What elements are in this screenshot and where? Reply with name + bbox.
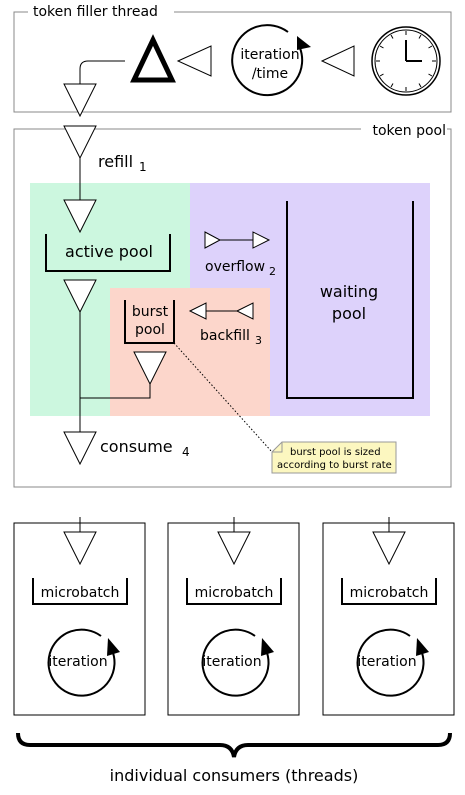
left-triangle-icon bbox=[176, 45, 212, 77]
consumers-brace bbox=[16, 732, 452, 758]
consumer-box: microbatch iteration bbox=[322, 517, 455, 716]
cycle-arrow-icon bbox=[47, 628, 120, 697]
cycle-arrow-icon bbox=[201, 628, 274, 697]
left-triangle-icon bbox=[235, 302, 254, 320]
backfill-label: backfill bbox=[200, 328, 250, 344]
clock-icon bbox=[371, 26, 441, 96]
iteration-label: iteration bbox=[357, 654, 416, 670]
overflow-index: 2 bbox=[269, 265, 276, 278]
down-triangle-icon bbox=[63, 199, 97, 234]
note-text-1: burst pool is sized bbox=[290, 447, 381, 458]
down-triangle-icon bbox=[63, 531, 97, 566]
microbatch-label: microbatch bbox=[195, 585, 274, 601]
down-triangle-icon bbox=[63, 125, 97, 160]
note-callout bbox=[271, 441, 397, 474]
left-triangle-icon bbox=[320, 45, 355, 77]
active-pool-bucket bbox=[45, 234, 171, 272]
down-triangle-icon bbox=[372, 531, 406, 566]
token-pool-box bbox=[13, 128, 452, 488]
down-triangle-icon bbox=[133, 351, 167, 386]
iteration-label: iteration bbox=[202, 654, 261, 670]
timer-label-iteration: iteration bbox=[240, 47, 299, 63]
refill-label: refill bbox=[98, 152, 133, 171]
cycle-arrow-icon bbox=[231, 24, 311, 97]
token-pool-title: token pool bbox=[372, 123, 446, 139]
down-triangle-icon bbox=[63, 279, 97, 314]
filler-thread-box bbox=[13, 11, 452, 113]
down-triangle-icon bbox=[63, 83, 97, 118]
burst-pool-label-2: pool bbox=[135, 322, 165, 338]
consume-label: consume bbox=[100, 437, 173, 456]
delta-icon bbox=[130, 34, 176, 83]
note-text-2: according to burst rate bbox=[277, 460, 392, 471]
refill-index: 1 bbox=[139, 160, 147, 174]
backfill-index: 3 bbox=[255, 334, 262, 347]
waiting-pool-label-2: pool bbox=[332, 304, 366, 323]
microbatch-bucket bbox=[32, 578, 128, 605]
microbatch-bucket bbox=[341, 578, 437, 605]
right-triangle-icon bbox=[252, 231, 271, 249]
filler-thread-title: token filler thread bbox=[33, 4, 158, 20]
consumers-caption: individual consumers (threads) bbox=[110, 766, 359, 785]
microbatch-label: microbatch bbox=[350, 585, 429, 601]
cycle-arrow-icon bbox=[356, 628, 429, 697]
waiting-pool-label-1: waiting bbox=[320, 282, 378, 301]
microbatch-bucket bbox=[186, 578, 282, 605]
burst-pool-label-1: burst bbox=[132, 304, 169, 320]
burst-pool-bucket bbox=[124, 300, 175, 344]
filler-feed-line bbox=[79, 60, 125, 84]
waiting-pool-bucket bbox=[286, 201, 414, 399]
iteration-label: iteration bbox=[48, 654, 107, 670]
down-triangle-icon bbox=[63, 431, 97, 466]
consumer-box: microbatch iteration bbox=[13, 517, 146, 716]
consume-index: 4 bbox=[182, 445, 190, 459]
timer-label-time: /time bbox=[252, 66, 288, 82]
overflow-label: overflow bbox=[205, 259, 265, 275]
microbatch-label: microbatch bbox=[41, 585, 120, 601]
consumer-box: microbatch iteration bbox=[167, 517, 300, 716]
active-pool-label: active pool bbox=[65, 242, 153, 261]
right-triangle-icon bbox=[204, 231, 222, 249]
down-triangle-icon bbox=[217, 531, 251, 566]
